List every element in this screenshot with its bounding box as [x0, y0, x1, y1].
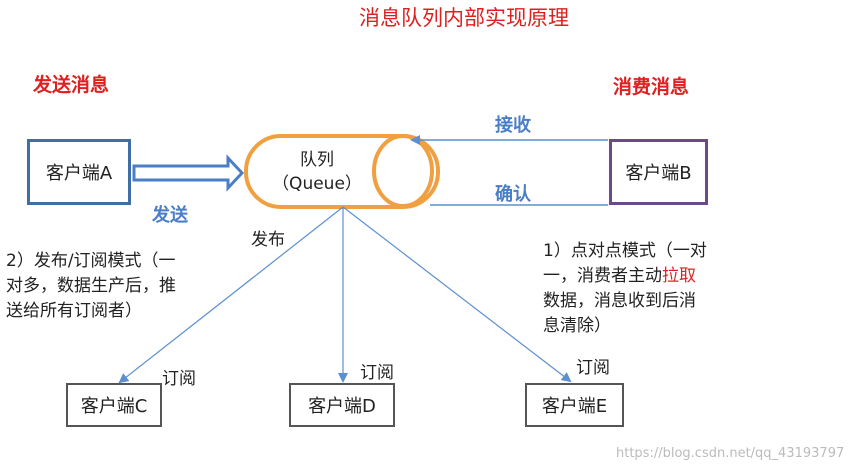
p2p-desc-line: 数据，消息收到后消 [543, 291, 696, 311]
send-label: 发送 [152, 205, 188, 226]
queue-name-en: （Queue） [272, 174, 362, 194]
p2p-desc-prefix: 一，消费者主动 [543, 266, 662, 286]
p2p-desc-line: 一，消费者主动拉取 [543, 264, 763, 289]
consume-heading: 消费消息 [613, 76, 690, 98]
subscribe-label-c: 订阅 [162, 369, 196, 389]
subscribe-label-e: 订阅 [576, 358, 610, 378]
pubsub-description: 2）发布/订阅模式（一 对多，数据生产后，推 送给所有订阅者） [6, 249, 236, 324]
publish-line-e [342, 206, 572, 383]
pubsub-desc-line: 对多，数据生产后，推 [6, 276, 176, 296]
send-heading: 发送消息 [33, 74, 110, 96]
p2p-description: 1）点对点模式（一对 一，消费者主动拉取 数据，消息收到后消 息清除） [543, 239, 763, 339]
queue-label: 队列 （Queue） [262, 148, 372, 196]
p2p-desc-line: 息清除） [543, 316, 611, 336]
p2p-desc-line: 1）点对点模式（一对 [543, 241, 707, 261]
receive-label: 接收 [495, 115, 531, 136]
client-d-box: 客户端D [289, 383, 395, 427]
client-e-box: 客户端E [525, 383, 624, 427]
client-b-box: 客户端B [609, 139, 708, 205]
publish-label: 发布 [251, 230, 285, 250]
pubsub-desc-line: 2）发布/订阅模式（一 [6, 251, 176, 271]
queue-end-cap [372, 134, 434, 208]
watermark: https://blog.csdn.net/qq_43193797 [616, 446, 845, 461]
publish-line-c [118, 206, 344, 384]
send-arrow [132, 154, 245, 192]
p2p-desc-highlight: 拉取 [662, 266, 696, 286]
client-c-box: 客户端C [66, 383, 162, 427]
confirm-label: 确认 [495, 184, 531, 205]
client-a-box: 客户端A [27, 139, 131, 205]
pubsub-desc-line: 送给所有订阅者） [6, 301, 142, 321]
queue-name: 队列 [300, 150, 334, 170]
page-title: 消息队列内部实现原理 [359, 6, 569, 30]
subscribe-label-d: 订阅 [360, 363, 394, 383]
